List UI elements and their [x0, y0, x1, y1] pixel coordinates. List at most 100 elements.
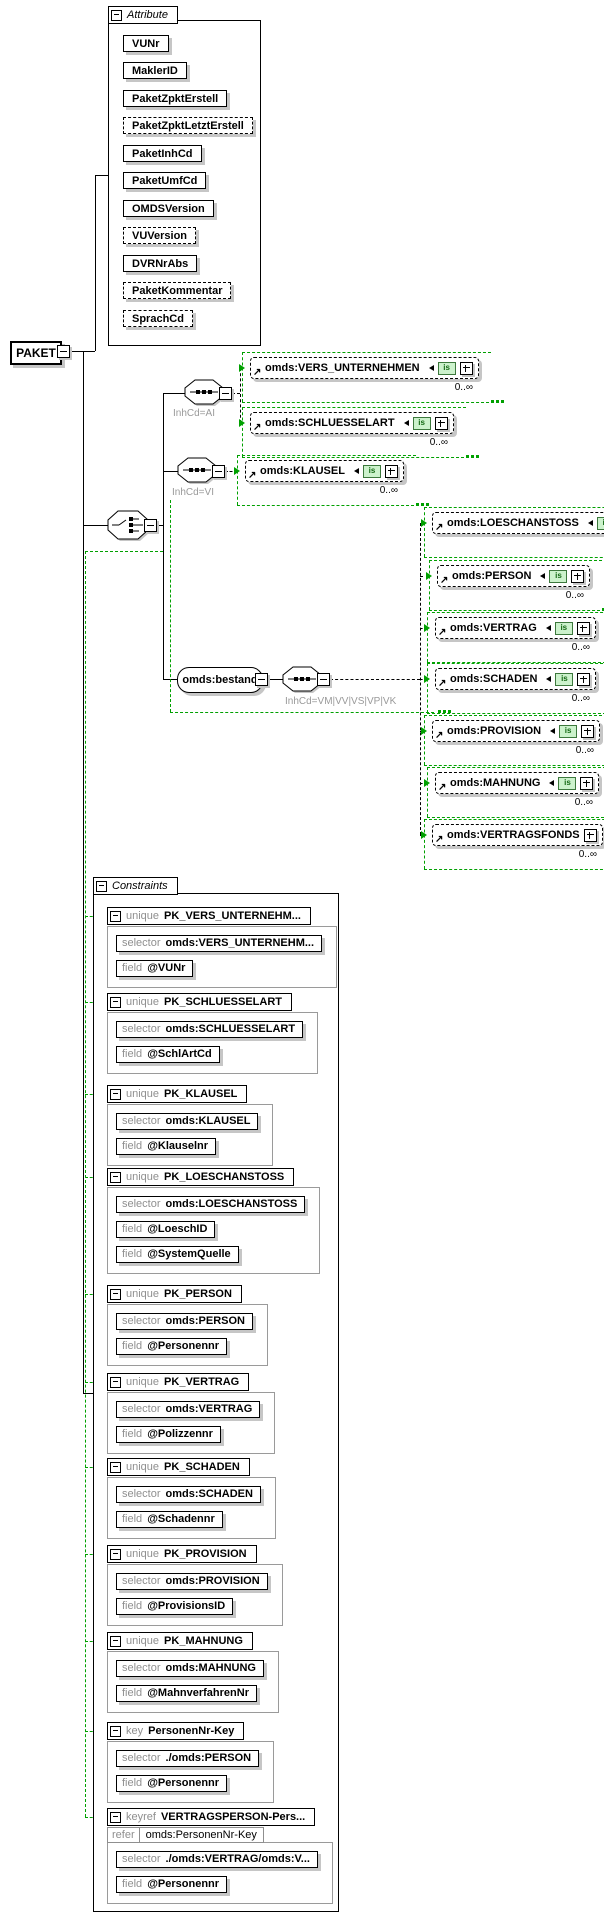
collapse-icon[interactable]: [110, 1088, 121, 1100]
collapse-icon[interactable]: [110, 1376, 121, 1388]
collapse-icon[interactable]: [111, 9, 122, 21]
attribute-box-paketzpkterstell[interactable]: PaketZpktErstell: [123, 90, 228, 107]
attribute-box-dvrnrabs[interactable]: DVRNrAbs: [123, 255, 198, 272]
constraint-field-row[interactable]: field@LoeschID: [116, 1220, 216, 1238]
constraint-selector-row[interactable]: selector./omds:PERSON: [116, 1749, 260, 1767]
constraint-field-row[interactable]: field@Polizzennr: [116, 1425, 221, 1443]
connector-line: [85, 551, 86, 1817]
expand-icon[interactable]: [571, 569, 585, 583]
constraint-field-row[interactable]: field@VUNr: [116, 959, 194, 977]
attribute-box-omdsversion[interactable]: OMDSVersion: [123, 200, 214, 217]
collapse-icon[interactable]: [110, 1288, 121, 1300]
attribute-box-vunr[interactable]: VUNr: [123, 35, 169, 52]
element-ref-label: omds:SCHADEN: [450, 673, 538, 685]
element-bestand[interactable]: omds:bestand: [177, 667, 263, 693]
sequence-icon: [184, 379, 225, 406]
expand-icon[interactable]: [580, 776, 594, 790]
attribute-box-paketzpktletzterstell[interactable]: PaketZpktLetztErstell: [123, 117, 253, 134]
collapse-icon[interactable]: [144, 519, 157, 532]
collapse-icon[interactable]: [212, 465, 225, 478]
constraint-field-row[interactable]: field@Klauselnr: [116, 1137, 217, 1155]
collapse-icon[interactable]: [255, 673, 268, 686]
collapse-icon[interactable]: [110, 996, 121, 1008]
collapse-icon[interactable]: [110, 1811, 121, 1823]
expand-icon[interactable]: [583, 828, 597, 842]
constraint-field-row[interactable]: field@ProvisionsID: [116, 1597, 234, 1615]
collapse-icon[interactable]: [219, 387, 232, 400]
collapse-icon[interactable]: [110, 1461, 121, 1473]
constraints-group-header[interactable]: Constraints: [93, 877, 178, 895]
collapse-icon[interactable]: [110, 1725, 121, 1737]
root-element-paket[interactable]: PAKET: [10, 341, 62, 365]
expand-icon[interactable]: [577, 672, 591, 686]
attribute-box-sprachcd[interactable]: SprachCd: [123, 310, 193, 327]
attribute-box-vuversion[interactable]: VUVersion: [123, 227, 197, 244]
sequence-compositor-ai[interactable]: [184, 379, 226, 412]
collapse-icon[interactable]: [96, 880, 107, 892]
constraint-field-row[interactable]: field@SystemQuelle: [116, 1245, 239, 1263]
constraint-field-row[interactable]: field@Schadennr: [116, 1510, 223, 1528]
attribute-box-paketumfcd[interactable]: PaketUmfCd: [123, 172, 207, 189]
expand-icon[interactable]: [384, 464, 398, 478]
collapse-icon[interactable]: [110, 910, 121, 922]
sequence-compositor-vi[interactable]: [177, 457, 219, 490]
constraint-field-row[interactable]: field@Personennr: [116, 1875, 228, 1893]
expand-icon[interactable]: [459, 361, 473, 375]
element-ref-omds-vertragsfonds[interactable]: ↗omds:VERTRAGSFONDS: [432, 824, 603, 846]
reference-arrow-icon: ↗: [438, 627, 447, 638]
collapse-icon[interactable]: [110, 1635, 121, 1647]
expand-icon[interactable]: [434, 416, 448, 430]
attributes-group-header[interactable]: Attribute: [108, 6, 178, 24]
connector-line: [268, 679, 283, 680]
expand-icon[interactable]: [576, 621, 590, 635]
expand-icon[interactable]: [581, 724, 595, 738]
constraint-field-row[interactable]: field@Personennr: [116, 1337, 228, 1355]
collapse-icon[interactable]: [57, 345, 70, 358]
attribute-box-paketkommentar[interactable]: PaketKommentar: [123, 282, 232, 299]
constraint-field-row[interactable]: field@MahnverfahrenNr: [116, 1684, 257, 1702]
constraint-selector-row[interactable]: selector./omds:VERTRAG/omds:V...: [116, 1850, 318, 1868]
element-ref-omds-loeschanstoss[interactable]: ↗omds:LOESCHANSTOSSis: [432, 512, 604, 534]
choice-compositor[interactable]: [107, 510, 151, 546]
collapse-icon[interactable]: [110, 1171, 121, 1183]
collapse-icon[interactable]: [110, 1548, 121, 1560]
connector-line: [424, 557, 604, 558]
selector-value: omds:PERSON: [165, 1315, 245, 1327]
attribute-box-paketinhcd[interactable]: PaketInhCd: [123, 145, 202, 162]
collapse-icon[interactable]: [317, 673, 330, 686]
constraint-field-row[interactable]: field@SchlArtCd: [116, 1045, 220, 1063]
attribute-box-maklerid[interactable]: MaklerID: [123, 62, 187, 79]
constraint-field-row[interactable]: field@Personennr: [116, 1774, 228, 1792]
sequence-compositor-bestand[interactable]: [282, 666, 324, 699]
